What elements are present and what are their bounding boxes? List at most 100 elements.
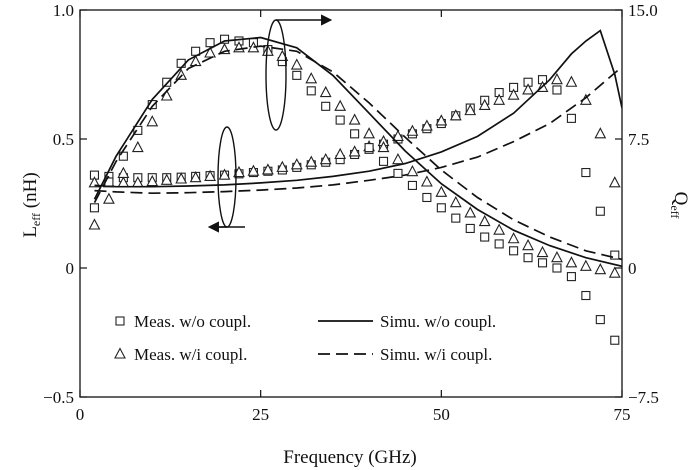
data-point-meas-w-i-coupl-q-eff [204,46,216,58]
data-point-meas-w-i-coupl-q-eff [305,72,318,84]
data-point-meas-w-i-coupl-l-eff [175,172,188,184]
data-point-meas-w-i-coupl-l-eff [449,109,462,121]
data-point-meas-w-i-coupl-q-eff [608,266,621,278]
y-tick-label: 1.0 [53,1,74,20]
data-point-meas-w-o-coupl-q-eff [350,129,360,139]
data-point-meas-w-i-coupl-q-eff [175,68,188,80]
legend-marker-meas-w-i-coupl- [114,347,126,359]
data-point-meas-w-i-coupl-q-eff [117,166,130,178]
y2-tick-label: 0 [628,259,637,278]
data-point-meas-w-o-coupl-q-eff [306,86,316,96]
data-point-meas-w-i-coupl-l-eff [478,98,491,111]
y-tick-label: 0 [66,259,75,278]
legend-label-meas-w-o-coupl-: Meas. w/o coupl. [134,312,251,331]
data-point-meas-w-i-coupl-l-eff [608,176,621,188]
data-point-meas-w-o-coupl-l-eff [581,167,591,178]
data-point-meas-w-i-coupl-q-eff [522,238,534,251]
data-point-meas-w-i-coupl-l-eff [406,124,419,136]
data-point-meas-w-i-coupl-q-eff [449,195,462,208]
data-point-meas-w-i-coupl-q-eff [406,164,419,177]
data-point-meas-w-o-coupl-q-eff [494,239,504,249]
data-point-meas-w-i-coupl-l-eff [565,75,578,87]
data-point-meas-w-o-coupl-q-eff [133,125,143,135]
y2-axis-title: Qeff [668,192,691,219]
data-point-meas-w-o-coupl-q-eff [595,315,605,325]
data-point-meas-w-o-coupl-q-eff [581,290,591,301]
y2-tick-label: 15.0 [628,1,658,20]
data-point-meas-w-i-coupl-q-eff [493,223,506,235]
data-point-meas-w-o-coupl-q-eff [292,70,302,80]
plot-area [88,29,622,345]
data-point-meas-w-o-coupl-q-eff [378,156,389,166]
x-axis-title: Frequency (GHz) [283,447,416,468]
data-point-meas-w-o-coupl-q-eff [436,203,446,213]
data-point-meas-w-i-coupl-l-eff [204,169,216,181]
data-point-meas-w-o-coupl-l-eff [566,113,576,123]
axis-indicators [207,14,333,233]
data-point-meas-w-i-coupl-l-eff [160,173,173,185]
legend: Meas. w/o coupl. Meas. w/i coupl. Simu. w/… [114,312,496,364]
data-point-meas-w-i-coupl-q-eff [131,140,144,153]
data-point-meas-w-o-coupl-q-eff [537,258,548,268]
data-point-meas-w-o-coupl-q-eff [509,246,519,256]
data-point-meas-w-i-coupl-q-eff [565,256,578,268]
y2-tick-label: 7.5 [628,130,649,149]
x-tick-label: 0 [76,405,85,424]
data-point-meas-w-o-coupl-l-eff [610,250,620,260]
data-point-meas-w-i-coupl-l-eff [392,129,404,141]
data-point-meas-w-i-coupl-q-eff [594,263,607,275]
data-point-meas-w-o-coupl-q-eff [118,151,128,161]
y2-tick-label: −7.5 [628,388,659,407]
data-point-meas-w-o-coupl-q-eff [610,335,620,345]
data-point-meas-w-o-coupl-q-eff [523,253,533,263]
data-point-meas-w-i-coupl-q-eff [363,127,375,139]
legend-label-simu-w-o-coupl-: Simu. w/o coupl. [380,312,496,331]
data-point-meas-w-i-coupl-l-eff [218,168,231,180]
data-point-meas-w-i-coupl-l-eff [522,83,534,95]
data-point-meas-w-i-coupl-l-eff [146,174,159,187]
plot-frame [79,9,623,398]
data-point-meas-w-i-coupl-q-eff [261,44,274,56]
legend-label-meas-w-i-coupl-: Meas. w/i coupl. [134,345,247,364]
data-point-meas-w-i-coupl-l-eff [247,164,260,176]
data-point-meas-w-o-coupl-q-eff [364,143,374,153]
data-point-meas-w-o-coupl-q-eff [422,192,432,203]
y-axis-title: Leff (nH) [20,172,43,237]
data-point-meas-w-o-coupl-l-eff [595,206,605,216]
data-point-meas-w-i-coupl-q-eff [377,140,390,153]
data-point-meas-w-o-coupl-q-eff [451,213,461,223]
data-point-meas-w-i-coupl-q-eff [420,175,433,187]
data-point-meas-w-i-coupl-q-eff [334,99,347,111]
data-point-meas-w-i-coupl-l-eff [348,145,361,157]
data-point-meas-w-i-coupl-q-eff [478,214,491,227]
data-point-meas-w-i-coupl-q-eff [319,85,332,98]
data-point-meas-w-o-coupl-q-eff [480,232,490,242]
data-point-meas-w-i-coupl-l-eff [464,103,477,116]
data-point-meas-w-o-coupl-q-eff [205,38,215,48]
data-point-meas-w-o-coupl-q-eff [566,272,576,282]
x-tick-label: 75 [614,405,631,424]
data-point-meas-w-i-coupl-q-eff [507,232,520,244]
data-point-meas-w-i-coupl-q-eff [290,58,303,70]
x-tick-label: 50 [433,405,450,424]
data-point-meas-w-o-coupl-q-eff [335,115,345,125]
y-tick-label: 0.5 [53,130,74,149]
data-point-meas-w-o-coupl-q-eff [465,223,475,233]
data-point-meas-w-i-coupl-q-eff [551,250,563,263]
data-point-meas-w-i-coupl-q-eff [160,89,173,101]
data-point-meas-w-i-coupl-l-eff [420,119,433,131]
data-point-meas-w-i-coupl-q-eff [536,245,549,258]
data-point-meas-w-o-coupl-l-eff [552,85,562,95]
data-point-meas-w-i-coupl-l-eff [594,127,607,139]
data-point-meas-w-i-coupl-l-eff [290,158,303,170]
data-point-meas-w-i-coupl-l-eff [493,93,506,105]
data-point-meas-w-i-coupl-q-eff [88,218,101,230]
data-point-meas-w-o-coupl-q-eff [393,168,403,178]
data-point-meas-w-i-coupl-l-eff [435,114,448,126]
data-point-meas-w-i-coupl-l-eff [334,147,347,160]
data-point-meas-w-i-coupl-q-eff [392,152,404,165]
data-point-meas-w-i-coupl-q-eff [146,115,159,127]
data-point-meas-w-i-coupl-q-eff [348,113,361,125]
